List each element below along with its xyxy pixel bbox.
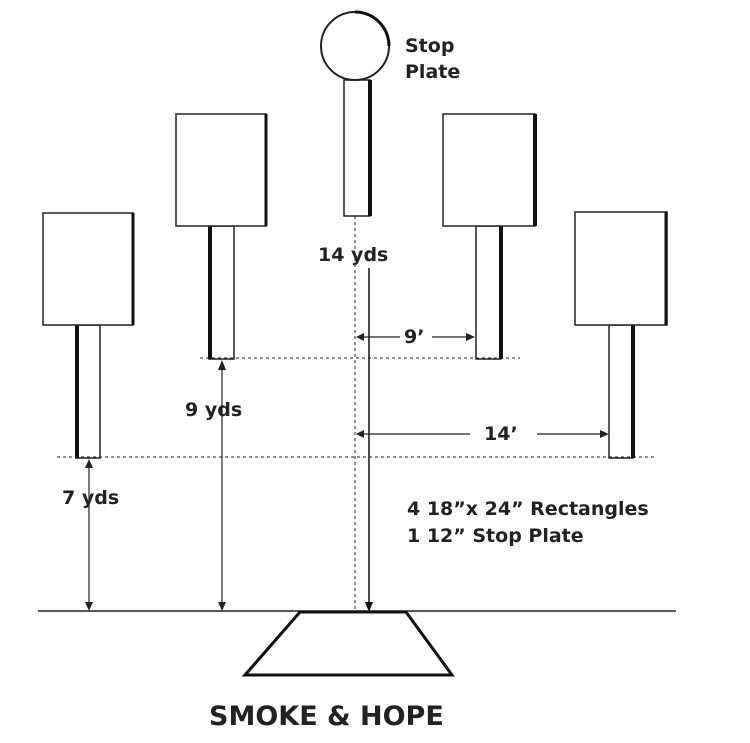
stop-plate-count-note: 1 12” Stop Plate [407,525,584,547]
stop-plate-stand [343,79,371,217]
fourteen-feet-label: 14’ [484,423,518,445]
seven-yards-label: 7 yds [62,487,119,509]
target-count-note: 4 18”x 24” Rectangles [407,498,649,520]
fourteen-yards-label: 14 yds [318,244,388,266]
stop-plate-label-line2: Plate [405,61,460,83]
rectangle-target [42,212,134,326]
rectangle-target [442,113,536,227]
target-stand [608,324,634,459]
rectangle-target-4 [574,211,668,459]
nine-yard-dimension [218,360,226,611]
rectangle-target-3 [442,113,537,360]
shooting-box [241,610,455,677]
rectangle-target-1 [42,212,135,459]
stop-plate-target [320,10,391,217]
stage-title: SMOKE & HOPE [209,701,444,732]
target-stand [75,324,101,459]
nine-foot-dimension [356,333,475,341]
nine-yards-label: 9 yds [185,399,242,421]
target-stand [208,225,235,360]
rectangle-target-2 [175,113,268,360]
seven-yard-dimension [85,459,93,611]
fourteen-foot-dimension [356,430,609,438]
rectangle-target [574,211,668,326]
rectangle-target [175,113,267,227]
stop-plate-label-line1: Stop [405,35,454,57]
nine-feet-label: 9’ [404,326,424,348]
target-stand [475,225,502,360]
